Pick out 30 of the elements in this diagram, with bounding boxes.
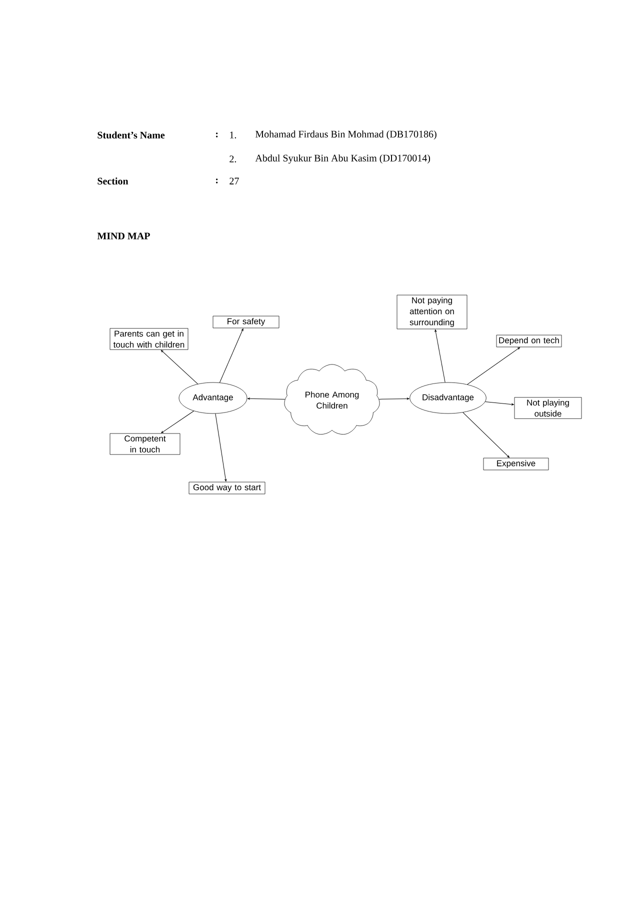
- text-box: Depend on tech: [496, 334, 562, 348]
- text-box: Not playing outside: [514, 397, 582, 419]
- arrow: [219, 328, 244, 383]
- colon: :: [216, 178, 218, 184]
- arrow: [160, 350, 198, 384]
- text-box: Expensive: [483, 458, 549, 470]
- arrow: [215, 413, 227, 482]
- arrow: [467, 347, 520, 385]
- heading: MIND MAP: [97, 232, 150, 240]
- ellipse-node: Disadvantage: [410, 382, 486, 414]
- list-number: 1.: [230, 132, 236, 138]
- text-box: Competent in touch: [110, 433, 180, 455]
- text-box: Not paying attention on surrounding: [396, 294, 468, 330]
- arrow: [248, 398, 286, 400]
- field-label: Student’s Name: [98, 131, 165, 139]
- field-label: Section: [98, 177, 128, 185]
- arrow: [485, 401, 514, 406]
- student-name: Mohamad Firdaus Bin Mohmad (DB170186): [255, 130, 436, 140]
- colon: :: [216, 132, 218, 138]
- student-name: Abdul Syukur Bin Abu Kasim (DD170014): [255, 154, 430, 164]
- arrow: [378, 398, 410, 400]
- arrow: [161, 410, 194, 434]
- text-box: Good way to start: [188, 482, 266, 494]
- text-box: Parents can get in touch with children: [110, 328, 188, 350]
- arrow: [462, 412, 510, 458]
- arrow: [434, 330, 446, 383]
- text-box: For safety: [212, 316, 280, 328]
- ellipse-node: Advantage: [178, 382, 248, 414]
- list-number: 2.: [230, 156, 236, 162]
- section-number: 27: [230, 178, 239, 184]
